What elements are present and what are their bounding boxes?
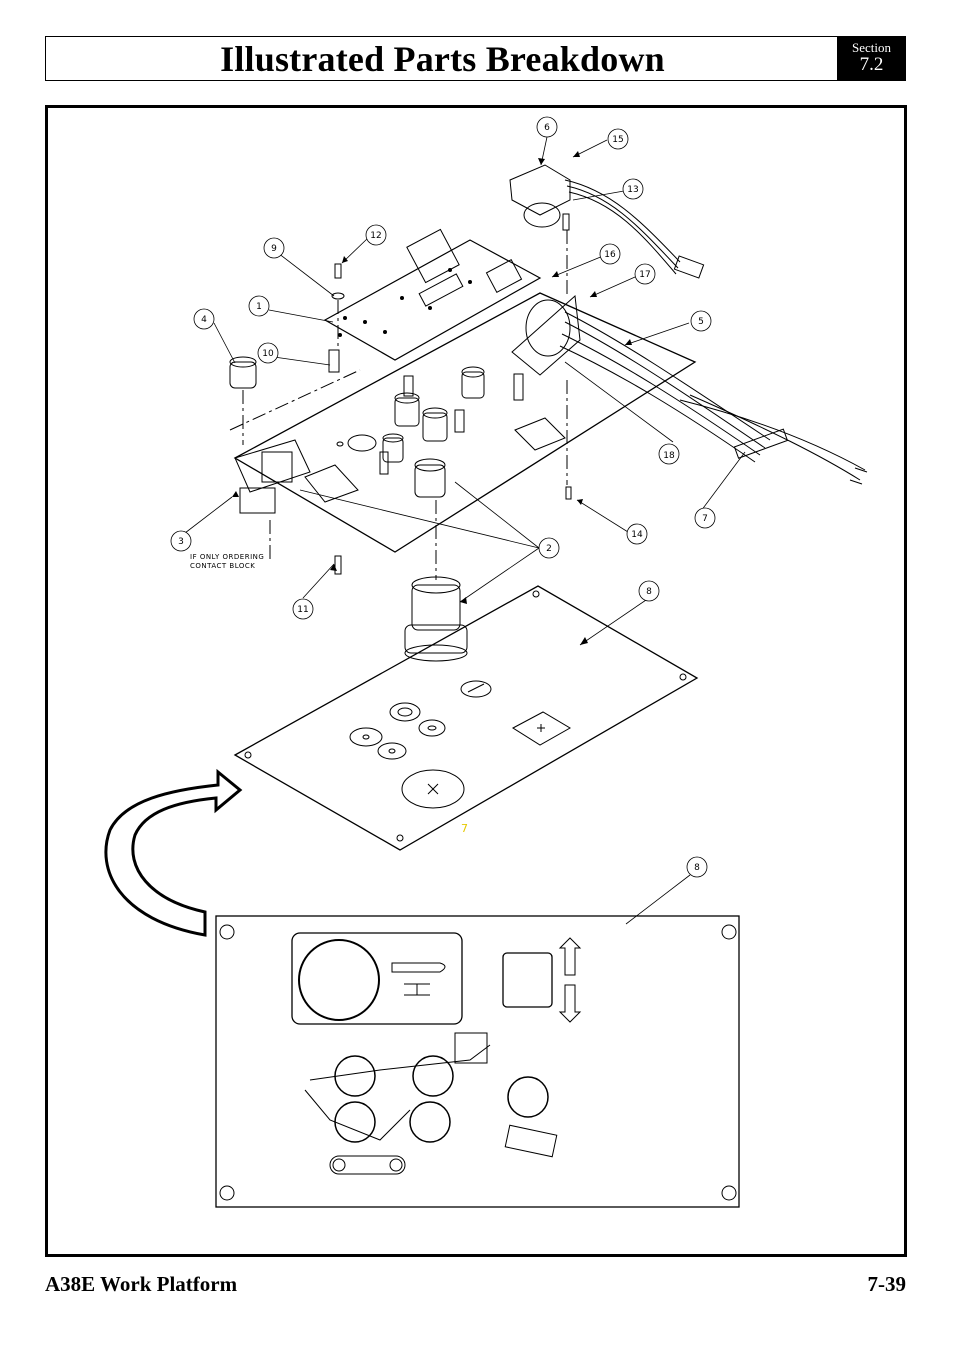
svg-text:9: 9 [271, 244, 277, 254]
callout-5: 5 [690, 310, 712, 332]
decal-panel-tilted [233, 585, 699, 851]
callout-2: 2 [538, 537, 560, 559]
callout-17: 17 [634, 263, 656, 285]
callout-7: 7 [694, 507, 716, 529]
figure-frame [45, 105, 907, 1257]
board-buttons [379, 366, 524, 498]
svg-text:2: 2 [546, 544, 552, 554]
contact-block [234, 439, 311, 514]
callout-15: 15 [607, 128, 629, 150]
callout-9: 9 [263, 237, 285, 259]
svg-text:12: 12 [370, 231, 381, 241]
page-header: Illustrated Parts Breakdown Section 7.2 [45, 36, 906, 81]
estop-assembly [404, 576, 468, 662]
callout-16: 16 [599, 243, 621, 265]
svg-text:6: 6 [544, 123, 550, 133]
svg-text:8: 8 [694, 863, 700, 873]
callout-8-lower: 8 [686, 856, 708, 878]
callout-18: 18 [658, 443, 680, 465]
svg-text:15: 15 [612, 135, 623, 145]
pc-board [233, 292, 697, 553]
section-label: Section [852, 40, 891, 55]
callout-14: 14 [626, 523, 648, 545]
callout-8-upper: 8 [638, 580, 660, 602]
callout-4: 4 [193, 308, 215, 330]
callout-11: 11 [292, 598, 314, 620]
callout-12: 12 [365, 224, 387, 246]
svg-text:4: 4 [201, 315, 207, 325]
svg-text:10: 10 [262, 349, 274, 359]
svg-text:18: 18 [663, 451, 675, 461]
decal-panel-flat [215, 915, 740, 1208]
callout-6: 6 [536, 116, 558, 138]
svg-text:5: 5 [698, 317, 704, 327]
footer-page-number: 7-39 [867, 1272, 907, 1296]
callout-13: 13 [622, 178, 644, 200]
svg-text:3: 3 [178, 537, 184, 547]
note-line-2: CONTACT BLOCK [190, 562, 255, 570]
callout-3: 3 [170, 530, 192, 552]
section-number: 7.2 [859, 54, 884, 75]
curved-arrow [104, 768, 243, 937]
svg-text:7: 7 [702, 514, 708, 524]
upper-board [323, 239, 542, 361]
svg-text:13: 13 [627, 185, 638, 195]
switch-assembly [509, 164, 705, 279]
callout-1: 1 [248, 295, 270, 317]
page-title: Illustrated Parts Breakdown [220, 38, 665, 79]
svg-text:8: 8 [646, 587, 652, 597]
svg-text:16: 16 [604, 250, 616, 260]
footer-product: A38E Work Platform [45, 1272, 238, 1296]
section-badge: Section 7.2 [837, 37, 905, 80]
svg-text:11: 11 [297, 605, 308, 615]
note-line-1: IF ONLY ORDERING [190, 553, 264, 561]
svg-text:1: 1 [256, 302, 262, 312]
svg-text:17: 17 [639, 270, 650, 280]
callout-10: 10 [257, 342, 279, 364]
stray-label: 7 [461, 822, 468, 835]
harness-connector [511, 294, 868, 485]
svg-text:14: 14 [631, 530, 643, 540]
